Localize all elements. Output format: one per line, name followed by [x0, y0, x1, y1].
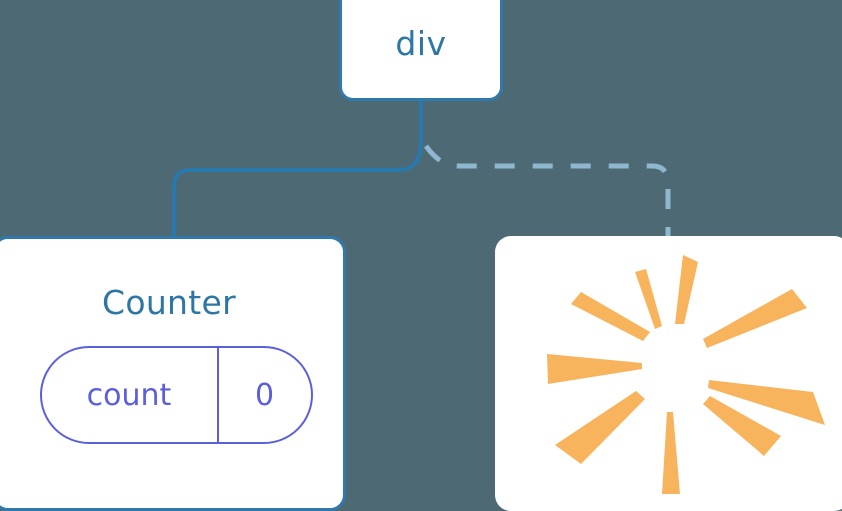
connector-to-counter — [172, 140, 423, 240]
sparkle-burst-icon — [547, 255, 825, 494]
burst-ray — [703, 289, 807, 348]
node-counter[interactable]: Counter count 0 — [0, 236, 346, 511]
node-counter-label: Counter — [102, 283, 236, 322]
burst-ray — [675, 255, 698, 324]
state-value: 0 — [254, 377, 275, 413]
state-badge[interactable]: count 0 — [39, 346, 313, 444]
connector-to-burst — [423, 144, 671, 238]
burst-ray — [662, 412, 680, 494]
node-burst[interactable] — [495, 236, 842, 511]
node-div-label: div — [395, 24, 447, 63]
burst-ray — [555, 391, 645, 464]
burst-ray — [571, 292, 650, 341]
burst-ray — [708, 380, 825, 425]
burst-ray — [703, 396, 781, 456]
burst-ray — [547, 354, 642, 384]
burst-ray — [635, 269, 662, 329]
state-key: count — [86, 377, 172, 413]
state-divider — [216, 348, 219, 442]
node-div[interactable]: div — [339, 0, 503, 101]
